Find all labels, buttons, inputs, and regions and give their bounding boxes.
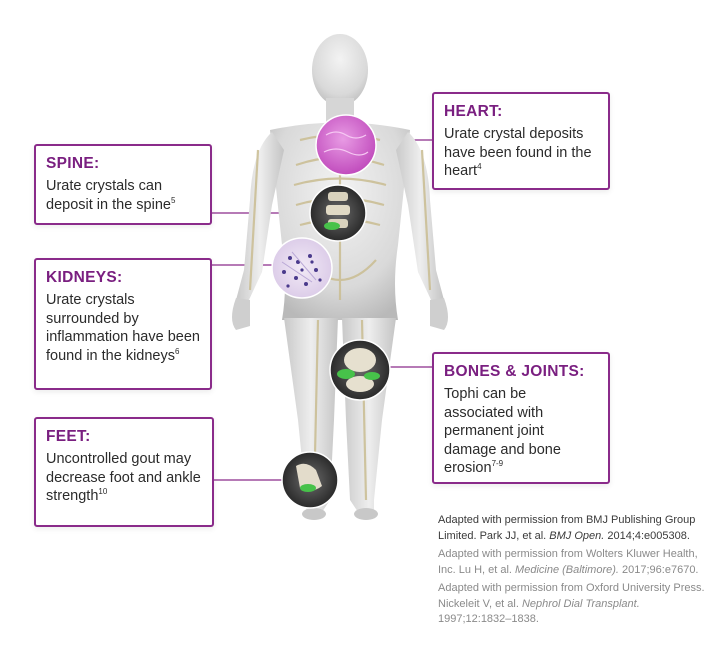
reference-item: Adapted with permission from BMJ Publish… — [438, 514, 696, 542]
callout-title: FEET: — [46, 428, 91, 445]
foot-zoom-circle — [281, 451, 339, 509]
callout-ref: 7-9 — [491, 459, 504, 469]
callout-text: Tophi can be associated with permanent j… — [444, 386, 561, 476]
callout-kidneys: KIDNEYS: Urate crystals surrounded by in… — [34, 258, 212, 390]
reference-item: Adapted with permission from Oxford Univ… — [438, 582, 705, 625]
callout-text: Urate crystal deposits have been found i… — [444, 126, 592, 179]
callout-ref: 10 — [98, 487, 108, 497]
callout-text: Urate crystals surrounded by inflammatio… — [46, 292, 200, 364]
callout-title: HEART: — [444, 103, 503, 120]
callout-text: Urate crystals can deposit in the spine5 — [46, 178, 176, 213]
callout-heart: HEART: Urate crystal deposits have been … — [432, 92, 610, 190]
references: Adapted with permission from BMJ Publish… — [438, 513, 713, 631]
spine-zoom-circle — [309, 184, 367, 242]
callout-bones-joints: BONES & JOINTS: Tophi can be associated … — [432, 352, 610, 484]
callout-feet: FEET: Uncontrolled gout may decrease foo… — [34, 417, 214, 527]
callout-text: Uncontrolled gout may decrease foot and … — [46, 451, 201, 504]
knee-zoom-circle — [329, 339, 391, 401]
heart-zoom-circle — [315, 114, 377, 176]
reference-item: Adapted with permission from Wolters Klu… — [438, 548, 699, 576]
callout-spine: SPINE: Urate crystals can deposit in the… — [34, 144, 212, 225]
callout-title: SPINE: — [46, 155, 100, 172]
callout-ref: 4 — [477, 162, 482, 172]
callout-title: KIDNEYS: — [46, 269, 123, 286]
callout-ref: 5 — [170, 195, 176, 205]
callout-title: BONES & JOINTS: — [444, 363, 585, 380]
kidney-zoom-circle — [271, 237, 333, 299]
callout-ref: 6 — [174, 346, 180, 356]
